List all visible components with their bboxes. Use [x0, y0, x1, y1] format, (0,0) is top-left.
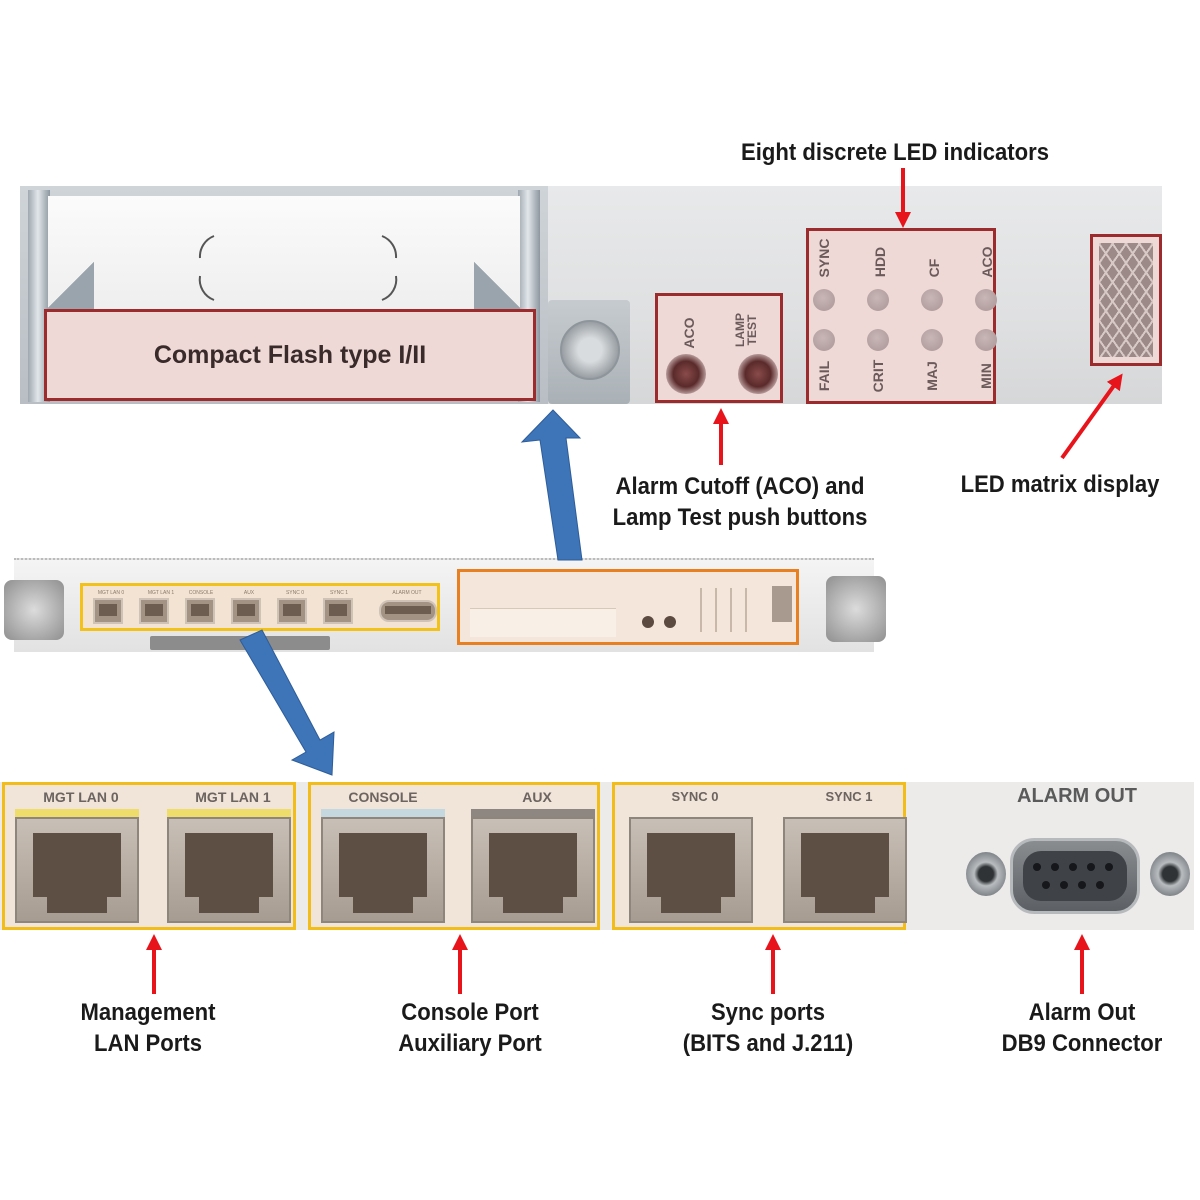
- mini-port-mgt-lan-0: [93, 598, 123, 624]
- card-ports-highlight: MGT LAN 0 MGT LAN 1 CONSOLE AUX SYNC 0 S…: [80, 583, 440, 631]
- callout-sync-line1: Sync ports: [710, 999, 826, 1026]
- aco-push-button[interactable]: [666, 354, 706, 394]
- led-indicator-group: SYNC HDD CF ACO FAIL CRIT MAJ MIN: [806, 228, 997, 404]
- captive-screw-icon: [560, 320, 620, 380]
- led-matrix-display: [1090, 234, 1162, 366]
- mini-label-alarm-out: ALARM OUT: [392, 590, 422, 596]
- mini-lamp-button: [664, 616, 676, 628]
- compact-flash-label: Compact Flash type I/II: [153, 340, 427, 369]
- mini-port-console: [185, 598, 215, 624]
- callout-alarm-line2: DB9 Connector: [1001, 1030, 1163, 1057]
- cf-slot-opening: [48, 196, 520, 314]
- mini-port-sync-1: [323, 598, 353, 624]
- port-mgt-lan-1[interactable]: [167, 817, 291, 923]
- arrow-to-led-matrix: [1060, 373, 1123, 460]
- port-label-mgt-lan-1: MGT LAN 1: [195, 789, 271, 805]
- mini-port-alarm-out: [379, 600, 437, 622]
- port-aux[interactable]: [471, 817, 595, 923]
- mini-label-aux: AUX: [243, 590, 255, 596]
- led-sync: [813, 289, 835, 311]
- mgt-lan-0-stripe: [15, 809, 139, 817]
- mini-label-sync-0: SYNC 0: [285, 590, 305, 596]
- led-maj: [921, 329, 943, 351]
- callout-mgmt-line1: Management: [80, 999, 216, 1026]
- port-label-aux: AUX: [522, 789, 552, 805]
- lamp-test-push-button[interactable]: [738, 354, 778, 394]
- port-alarm-out-db9[interactable]: [1010, 838, 1140, 914]
- compact-flash-slot[interactable]: Compact Flash type I/II: [44, 309, 536, 401]
- db9-screw-left-icon: [966, 852, 1006, 896]
- callout-console-line1: Console Port: [401, 999, 539, 1026]
- callout-led-indicators: Eight discrete LED indicators: [741, 139, 1049, 166]
- led-min: [975, 329, 997, 351]
- mini-port-sync-0: [277, 598, 307, 624]
- aux-stripe: [471, 809, 595, 817]
- led-fail: [813, 329, 835, 351]
- card-front-panel-highlight: [457, 569, 799, 645]
- mini-label-mgt-lan-0: MGT LAN 0: [97, 590, 125, 596]
- port-sync-0[interactable]: [629, 817, 753, 923]
- callout-led-matrix: LED matrix display: [960, 471, 1160, 498]
- port-label-sync-1: SYNC 1: [825, 789, 873, 804]
- led-aco: [975, 289, 997, 311]
- callout-mgmt-line2: LAN Ports: [94, 1030, 202, 1057]
- mini-label-sync-1: SYNC 1: [329, 590, 349, 596]
- card-rail: [150, 636, 330, 650]
- mini-aco-button: [642, 616, 654, 628]
- led-hdd: [867, 289, 889, 311]
- led-cf: [921, 289, 943, 311]
- callout-console-line2: Auxiliary Port: [398, 1030, 542, 1057]
- group-management-ports: MGT LAN 0 MGT LAN 1: [2, 782, 296, 930]
- mini-port-aux: [231, 598, 261, 624]
- card-eject-marks-icon: [198, 235, 398, 301]
- callout-alarm-line1: Alarm Out: [1028, 999, 1136, 1026]
- group-console-ports: CONSOLE AUX: [308, 782, 600, 930]
- group-sync-ports: SYNC 0 SYNC 1: [612, 782, 907, 930]
- mini-port-mgt-lan-1: [139, 598, 169, 624]
- card-ejector-right[interactable]: [826, 576, 886, 642]
- mini-label-mgt-lan-1: MGT LAN 1: [147, 590, 175, 596]
- led-crit: [867, 329, 889, 351]
- db9-screw-right-icon: [1150, 852, 1190, 896]
- callout-aco-line2: Lamp Test push buttons: [612, 504, 868, 531]
- port-label-mgt-lan-0: MGT LAN 0: [43, 789, 119, 805]
- port-label-sync-0: SYNC 0: [671, 789, 719, 804]
- port-label-alarm-out: ALARM OUT: [1017, 785, 1137, 807]
- card-ejector-left[interactable]: [4, 580, 64, 640]
- port-mgt-lan-0[interactable]: [15, 817, 139, 923]
- port-console[interactable]: [321, 817, 445, 923]
- port-sync-1[interactable]: [783, 817, 907, 923]
- blue-arrow-to-front-panel: [520, 409, 583, 561]
- callout-sync-line2: (BITS and J.211): [682, 1030, 854, 1057]
- mini-cf-slot: [470, 608, 616, 637]
- mini-led-matrix: [772, 586, 792, 622]
- console-stripe: [321, 809, 445, 817]
- callout-aco-line1: Alarm Cutoff (ACO) and: [615, 473, 865, 500]
- aco-lamp-test-group: ACO LAMP TEST: [655, 293, 783, 403]
- cage-latch-left: [48, 258, 94, 312]
- mini-label-console: CONSOLE: [188, 590, 214, 596]
- cage-latch-right: [474, 258, 520, 312]
- mini-led-column: [700, 588, 760, 632]
- port-label-console: CONSOLE: [348, 789, 418, 805]
- led-matrix-grid: [1099, 243, 1153, 357]
- blue-arrow-to-port-strip: [239, 629, 335, 776]
- mgt-lan-1-stripe: [167, 809, 291, 817]
